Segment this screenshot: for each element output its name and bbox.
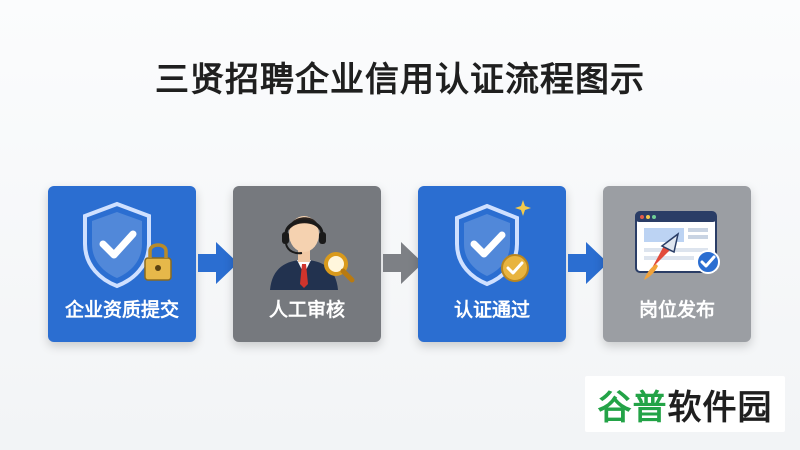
agent-magnifier-icon	[233, 198, 381, 294]
step-label: 岗位发布	[638, 299, 715, 321]
watermark-logo: 谷普软件园	[585, 376, 785, 432]
step-card-submit: 企业资质提交	[48, 186, 196, 342]
diagram-title: 三贤招聘企业信用认证流程图示	[155, 60, 645, 100]
step-card-review: 人工审核	[233, 186, 381, 342]
arrow-right-icon	[568, 242, 608, 284]
arrow-shape	[568, 242, 608, 284]
shield-check-badge-icon	[418, 198, 566, 294]
arrow-right-icon	[198, 242, 238, 284]
step-label: 认证通过	[453, 299, 530, 321]
arrow-shape	[383, 242, 423, 284]
shield-lock-icon	[48, 198, 196, 294]
browser-rocket-icon	[603, 198, 751, 294]
watermark-part-2: 软件园	[667, 387, 773, 428]
watermark-part-1: 谷普	[597, 387, 668, 428]
arrow-shape	[198, 242, 238, 284]
arrow-right-icon	[383, 242, 423, 284]
step-label: 企业资质提交	[64, 299, 179, 321]
step-card-publish: 岗位发布	[603, 186, 751, 342]
step-card-approved: 认证通过	[418, 186, 566, 342]
step-label: 人工审核	[268, 299, 345, 321]
